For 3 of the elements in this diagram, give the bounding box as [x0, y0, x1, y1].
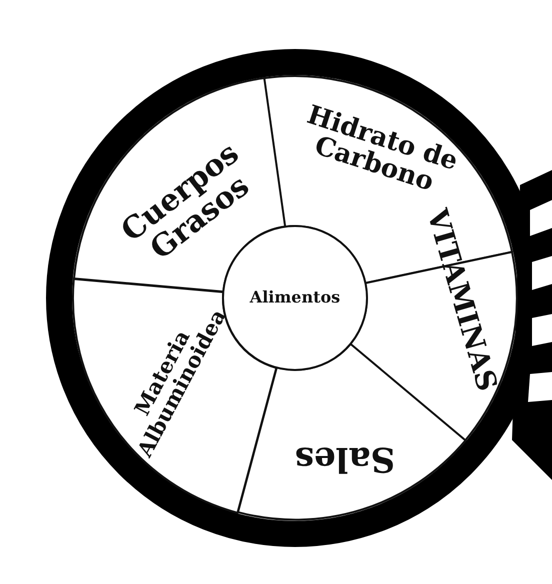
segment-label: Sales: [294, 440, 396, 476]
center-label: Alimentos: [248, 290, 342, 306]
wheel-segment: [74, 78, 285, 292]
